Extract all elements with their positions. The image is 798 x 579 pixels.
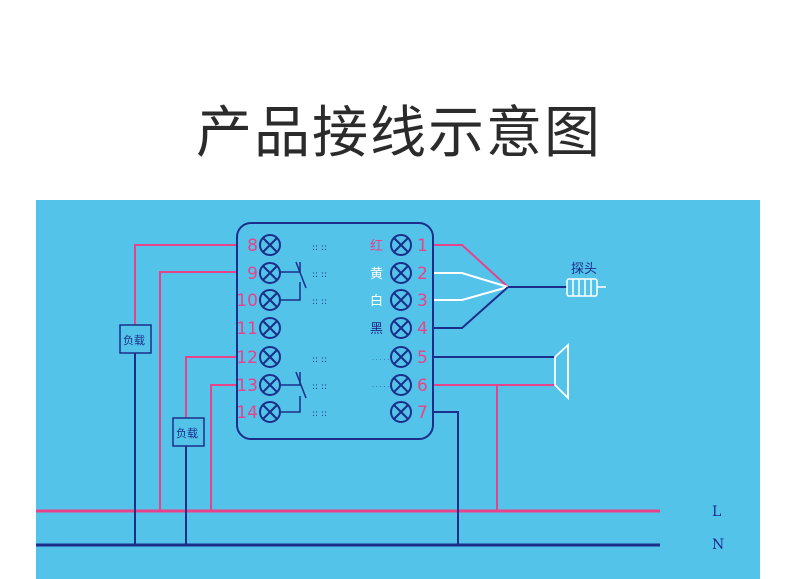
terminal-right-7: 7 xyxy=(390,401,428,423)
load-label-1: 负载 xyxy=(123,333,145,347)
terminal-number: 10 xyxy=(236,291,258,311)
load-box-2 xyxy=(172,417,205,447)
terminal-number: 7 xyxy=(417,403,428,423)
svg-text::: ::: :: :: xyxy=(312,382,327,392)
terminal-number: 13 xyxy=(236,376,258,396)
terminal-right-3: 3 xyxy=(390,289,428,311)
right-terminals: 1 2 3 4 5 6 7 xyxy=(390,234,428,423)
probe-label: 探头 xyxy=(571,262,597,277)
wire-12-load2 xyxy=(185,356,258,418)
live-label: L xyxy=(712,504,721,520)
terminal-left-13: 13 xyxy=(236,374,281,396)
svg-text::: ::: :: :: xyxy=(312,297,327,307)
svg-text::: ::: :: :: xyxy=(312,409,327,419)
svg-text::: ::: :: :: xyxy=(312,243,327,253)
terminal-left-8: 8 xyxy=(247,234,281,256)
terminal-number: 5 xyxy=(417,348,428,368)
terminal-number: 9 xyxy=(247,264,258,284)
wire-color-label-yellow: 黄 xyxy=(370,267,383,282)
relay1-contacts xyxy=(280,261,307,301)
wire-color-label-white: 白 xyxy=(370,293,383,309)
terminal-number: 2 xyxy=(417,264,428,284)
terminal-left-11: 11 xyxy=(236,317,281,339)
terminal-right-1: 1 xyxy=(390,234,428,256)
terminal-right-4: 4 xyxy=(390,317,428,339)
wire-color-label-red: 红 xyxy=(370,238,383,254)
terminal-number: 11 xyxy=(236,319,258,339)
terminal-left-14: 14 xyxy=(236,401,281,423)
terminal-number: 8 xyxy=(247,236,258,256)
terminal-right-2: 2 xyxy=(390,262,428,284)
probe-icon xyxy=(566,278,606,297)
terminal-left-9: 9 xyxy=(247,262,281,284)
terminal-right-5: 5 xyxy=(390,346,428,368)
svg-text:· · · · · ·: · · · · · · xyxy=(372,384,393,391)
load-label-2: 负载 xyxy=(176,426,198,440)
page-title: 产品接线示意图 xyxy=(196,101,602,166)
terminal-number: 12 xyxy=(236,348,258,368)
terminal-left-10: 10 xyxy=(236,289,281,311)
terminal-left-12: 12 xyxy=(236,346,281,368)
load-box-1 xyxy=(119,324,152,354)
siren-icon xyxy=(554,342,569,401)
terminal-right-6: 6 xyxy=(390,374,428,396)
wire-8-load1 xyxy=(134,244,258,325)
svg-text::: ::: :: :: xyxy=(312,355,327,365)
terminal-number: 14 xyxy=(236,403,258,423)
neutral-label: N xyxy=(712,537,724,553)
relay-marking-text: :: :::: :::: :: :: :::: :::: :: · · · · … xyxy=(312,243,393,419)
svg-text:· · · · · ·: · · · · · · xyxy=(372,357,393,364)
relay2-contacts xyxy=(280,371,307,413)
svg-text::: ::: :: :: xyxy=(312,270,327,280)
terminal-number: 3 xyxy=(417,291,428,311)
wire-9-live xyxy=(159,271,258,511)
terminal-number: 4 xyxy=(417,319,428,339)
left-terminals: 8 9 10 11 12 13 14 xyxy=(236,234,281,423)
terminal-number: 6 xyxy=(417,376,428,396)
wire-color-label-black: 黑 xyxy=(370,322,383,337)
terminal-number: 1 xyxy=(417,236,428,256)
